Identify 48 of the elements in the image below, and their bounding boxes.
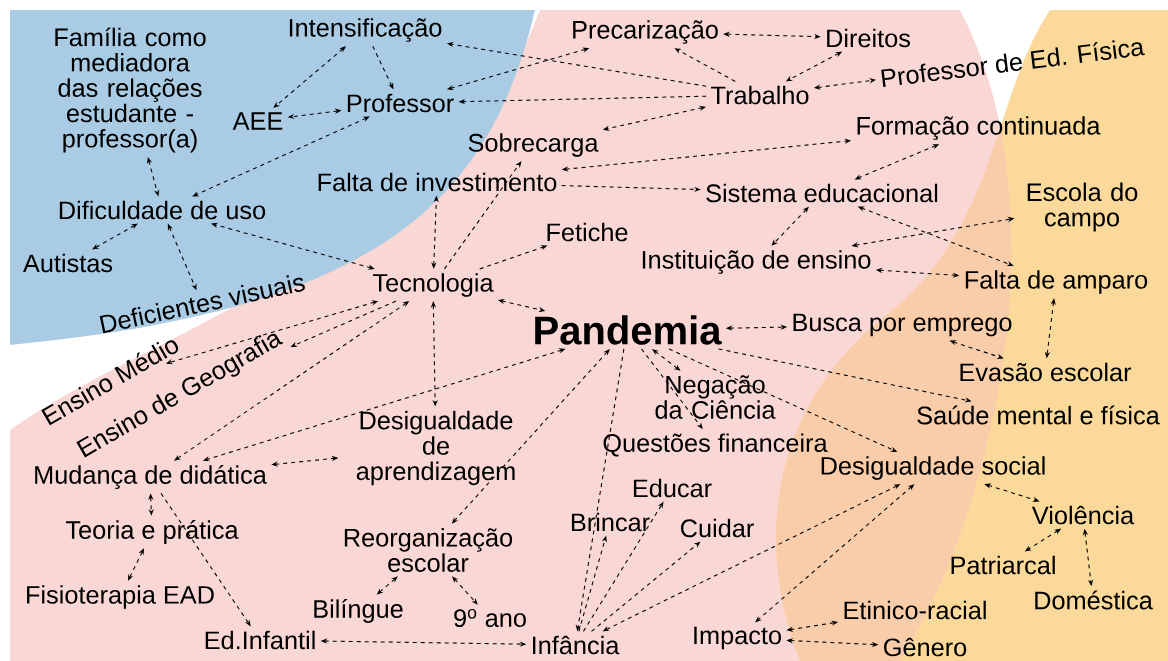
concept-label: Ed.Infantil (205, 630, 315, 650)
concept-label: Falta de investimento (318, 172, 557, 192)
concept-label: Doméstica (1035, 590, 1153, 610)
concept-label: Negação da Ciência (655, 375, 776, 419)
concept-label: Reorganização escolar (344, 528, 513, 572)
arrow (443, 161, 522, 270)
concept-label: Sistema educacional (706, 183, 938, 203)
concept-label: Falta de amparo (965, 270, 1148, 294)
concept-label: Cuidar (680, 518, 754, 538)
concept-label: Professor (347, 93, 454, 113)
concept-label: Desigualdade social (821, 456, 1045, 480)
concept-label: 9$^{o}$ ano (454, 608, 526, 628)
concept-label: Etinico-racial (844, 600, 986, 620)
concept-label: Educar (633, 478, 712, 498)
concept-label: Intensificação (289, 18, 442, 42)
central-concept: Pandemia (535, 315, 722, 345)
concept-label: Evasão escolar (960, 362, 1132, 382)
concept-label: Patriarcal (951, 555, 1055, 575)
concept-label: Dificuldade de uso (59, 200, 266, 220)
arrow (192, 116, 370, 197)
concept-label: Instituição de ensino (642, 250, 871, 274)
concept-label: Tecnologia (373, 273, 494, 297)
concept-label: Fisioterapia EAD (27, 585, 214, 609)
arrow (92, 223, 138, 250)
arrow (211, 222, 375, 270)
concept-label: Família como mediadora das relações estudante - professor(a) (55, 27, 206, 153)
concept-label: Deficientes visuais (99, 275, 305, 334)
concept-label: Infância (533, 635, 620, 655)
concept-label: Sobrecarga (468, 133, 599, 157)
concept-label: Busca por emprego (793, 313, 1012, 337)
concept-label: AEE (232, 112, 283, 130)
concept-label: Direitos (827, 28, 910, 48)
concept-label: Autistas (23, 253, 113, 273)
concept-label: Saúde mental e física (917, 405, 1160, 425)
concept-label: Fetiche (547, 222, 628, 242)
concept-label: Desigualdade de aprendizagem (356, 410, 515, 486)
concept-label: Gênero (884, 637, 967, 657)
concept-label: Trabalho (711, 85, 809, 105)
concept-label: Bilíngue (314, 599, 403, 623)
concept-label: Escola do campo (1027, 182, 1138, 232)
concept-label: Brincar (571, 512, 650, 532)
concept-label: Precarização (573, 20, 718, 44)
concept-label: Questões financeira (603, 433, 828, 457)
concept-label: Violência (1031, 505, 1135, 525)
concept-label: Teoria e prática (65, 520, 239, 544)
concept-label: Impacto (694, 626, 781, 650)
concept-label: Formação continuada (857, 116, 1101, 140)
concept-label: Mudança de didática (35, 465, 267, 489)
